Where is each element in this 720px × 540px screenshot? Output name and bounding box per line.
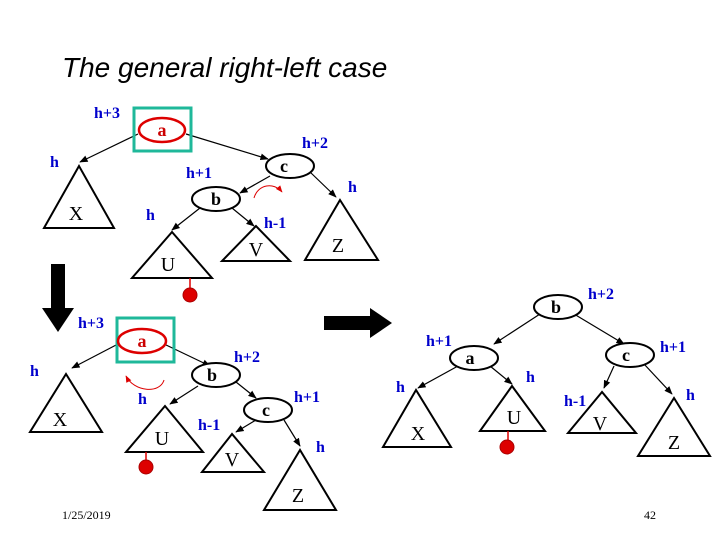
edge3-c-z (643, 363, 673, 395)
subtree-v-label: V (249, 239, 264, 261)
node-b-label: b (211, 189, 221, 209)
tree-intermediate: a b c X U V Z h+3 h+2 (28, 315, 338, 511)
subtree2-z-label: Z (292, 485, 304, 507)
subtree2-x-label: X (53, 409, 68, 431)
node2-b (191, 362, 241, 388)
height-v: h-1 (264, 215, 286, 232)
node2-c (243, 397, 293, 423)
highlight-box (132, 106, 193, 153)
height-x: h (50, 154, 59, 171)
edge3-a-u (489, 365, 513, 385)
height-c: h+2 (302, 135, 328, 152)
slide-title: The general right-left case (62, 52, 388, 83)
node3-a (449, 345, 499, 371)
height3-x: h (396, 379, 405, 396)
subtree-z (303, 198, 380, 261)
height-z: h (348, 179, 357, 196)
height2-v: h-1 (198, 417, 220, 434)
height3-a: h+1 (426, 333, 452, 350)
subtree2-x (28, 372, 104, 433)
subtree2-v-label: V (225, 449, 240, 471)
height-b: h+1 (186, 165, 212, 182)
height2-b: h+2 (234, 349, 260, 366)
subtree2-z (262, 448, 338, 511)
node-b (191, 186, 241, 212)
edge3-b-c (573, 313, 625, 345)
height3-v: h-1 (564, 393, 586, 410)
subtree3-v (565, 390, 639, 434)
node-c (265, 153, 315, 179)
subtree-z-label: Z (332, 235, 344, 257)
rotation-arrow (253, 185, 283, 199)
inserted-leaf (182, 287, 198, 303)
node-a-label: a (158, 120, 167, 140)
height2-a: h+3 (78, 315, 104, 332)
edge3-c-v (603, 365, 615, 389)
tree-after: b a c X U V Z h+2 h+1 h+1 h (381, 286, 712, 457)
node3-c-label: c (622, 345, 630, 365)
step-arrow-down (42, 264, 74, 332)
subtree-x (42, 163, 116, 229)
edge2-c-v (235, 419, 257, 433)
edge-c-z (309, 171, 337, 198)
step-arrow-right (324, 308, 392, 338)
height2-z: h (316, 439, 325, 456)
edge2-c-z (283, 419, 301, 447)
subtree-x-label: X (69, 203, 84, 225)
edge2-a-b (163, 343, 211, 367)
node3-a-label: a (466, 348, 475, 368)
subtree3-x (381, 388, 453, 448)
subtree3-u (478, 384, 547, 432)
inserted-leaf-3 (499, 439, 515, 455)
edge2-b-u (169, 385, 199, 405)
edge2-a-x (71, 343, 119, 369)
height2-c: h+1 (294, 389, 320, 406)
height3-u: h (526, 369, 535, 386)
rotation-arrow-2 (125, 375, 165, 390)
edge2-b-c (235, 381, 257, 399)
edge-c-b (239, 175, 271, 194)
subtree2-v (199, 432, 267, 473)
edge-a-c (185, 133, 269, 161)
node2-c-label: c (262, 400, 270, 420)
node3-b (533, 294, 583, 320)
height2-x: h (30, 363, 39, 380)
node2-a (116, 327, 168, 355)
edge3-a-x (417, 365, 459, 389)
edge-b-v (231, 207, 255, 227)
edge-a-x (79, 133, 139, 163)
subtree-u (129, 230, 215, 279)
subtree-v (219, 224, 293, 262)
node3-b-label: b (551, 297, 561, 317)
page-number: 42 (644, 508, 656, 522)
height2-u: h (138, 391, 147, 408)
subtree2-u-label: U (155, 428, 170, 450)
node-a (137, 116, 187, 144)
subtree3-z-label: Z (668, 432, 680, 454)
subtree3-x-label: X (411, 423, 426, 445)
node-c-label: c (280, 156, 288, 176)
node3-c (605, 342, 655, 368)
height3-b: h+2 (588, 286, 614, 303)
node2-a-label: a (138, 331, 147, 351)
height-a: h+3 (94, 105, 120, 122)
subtree2-u (123, 404, 206, 453)
subtree3-v-label: V (593, 413, 608, 435)
inserted-leaf-2 (138, 459, 154, 475)
edge3-b-a (493, 313, 541, 345)
subtree3-z (636, 396, 712, 457)
height3-c: h+1 (660, 339, 686, 356)
height-u: h (146, 207, 155, 224)
height3-z: h (686, 387, 695, 404)
edge-b-u (171, 207, 201, 231)
node2-b-label: b (207, 365, 217, 385)
tree-before: a c b X U V Z h+3 h+2 (42, 105, 380, 303)
subtree-u-label: U (161, 254, 176, 276)
subtree3-u-label: U (507, 407, 522, 429)
footer-date: 1/25/2019 (62, 508, 111, 522)
